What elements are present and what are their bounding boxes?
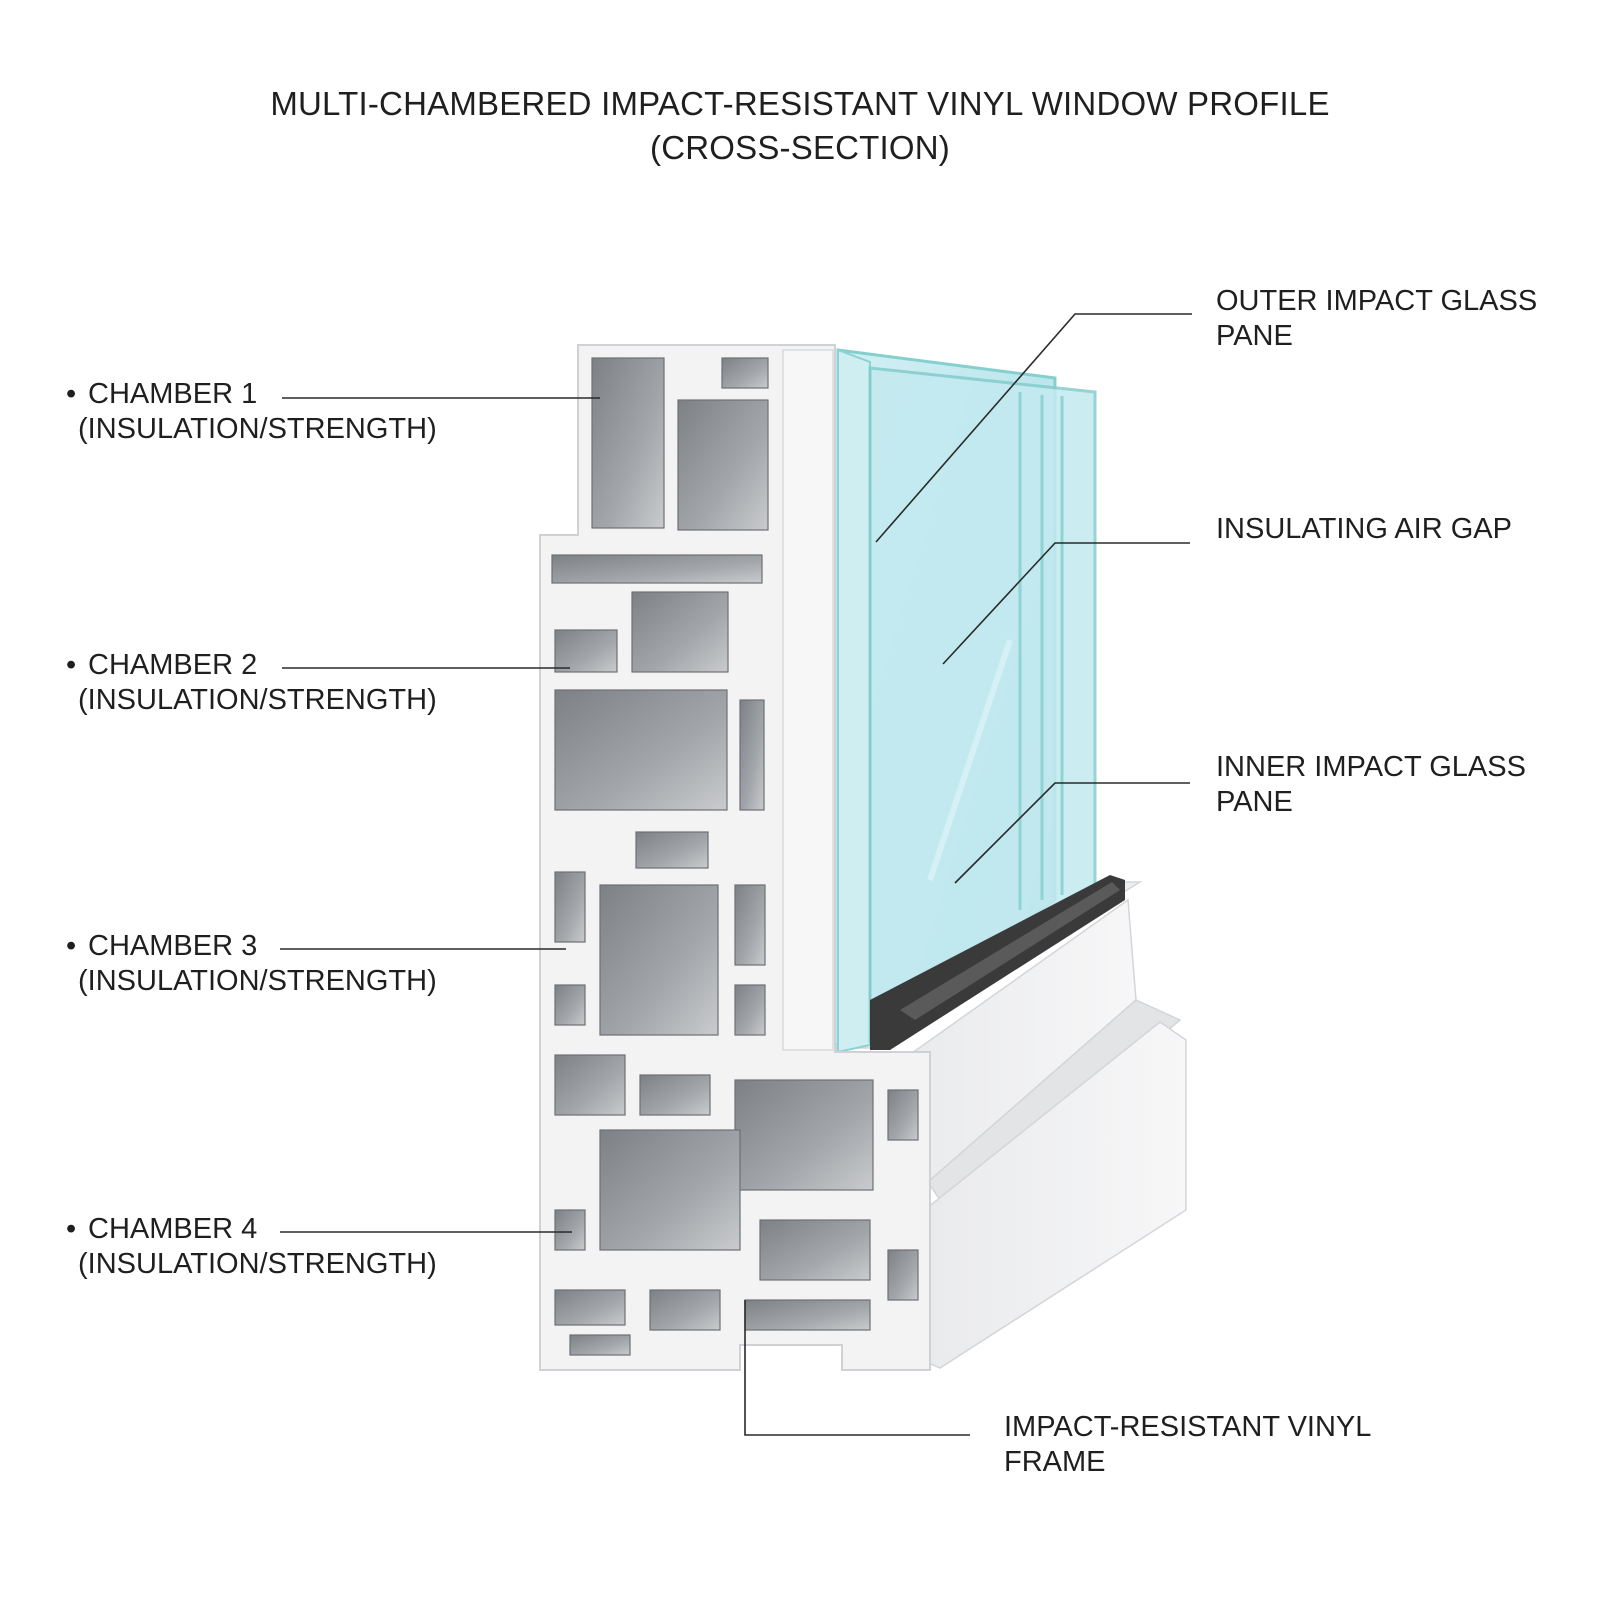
base-cell-c xyxy=(744,1299,871,1331)
title-line-1: MULTI-CHAMBERED IMPACT-RESISTANT VINYL W… xyxy=(270,85,1330,122)
leader-air-gap xyxy=(942,542,1190,665)
air-gap-label: INSULATING AIR GAP xyxy=(1216,512,1512,547)
chamber-4-cell-e xyxy=(887,1089,919,1141)
glass-unit xyxy=(836,348,1125,1055)
outer-glass-line-1: OUTER IMPACT GLASS xyxy=(1216,285,1538,317)
frame-line-2: FRAME xyxy=(1004,1446,1106,1478)
outer-glass-line-2: PANE xyxy=(1216,320,1293,352)
chamber-4-cell-d xyxy=(599,1129,741,1251)
chamber-3-cell-d xyxy=(734,884,766,966)
base-cell-d xyxy=(569,1334,631,1356)
chamber-3-name: CHAMBER 3 xyxy=(88,930,258,962)
chamber-3-cell-b xyxy=(554,871,586,943)
chamber-3-cell-a xyxy=(635,831,709,869)
chamber-4-cell-f xyxy=(554,1209,586,1251)
frame-line-1: IMPACT-RESISTANT VINYL xyxy=(1004,1411,1372,1443)
chamber-1-cell-b xyxy=(677,399,769,531)
chamber-4-cell-h xyxy=(887,1249,919,1301)
chamber-2-cell-c xyxy=(554,629,618,673)
chamber-4-name: CHAMBER 4 xyxy=(88,1213,258,1245)
leader-frame xyxy=(744,1300,970,1436)
leader-outer-glass xyxy=(875,313,1192,543)
chamber-2-cell-e xyxy=(739,699,765,811)
inner-glass-line-1: INNER IMPACT GLASS xyxy=(1216,751,1526,783)
base-cell-a xyxy=(554,1289,626,1326)
chamber-group xyxy=(551,357,919,1356)
chamber-1-note: (INSULATION/STRENGTH) xyxy=(78,413,437,445)
bullet-icon: • xyxy=(66,930,77,962)
chamber-4-cell-c xyxy=(734,1079,874,1191)
outer-glass-label: OUTER IMPACT GLASS PANE xyxy=(1216,284,1537,354)
chamber-2-name: CHAMBER 2 xyxy=(88,649,258,681)
chamber-3-label: • CHAMBER 3 (INSULATION/STRENGTH) xyxy=(66,929,437,999)
bullet-icon: • xyxy=(66,1213,77,1245)
spacer-top xyxy=(900,882,1120,1020)
leader-lines xyxy=(280,313,1192,1436)
chamber-1-cell-a xyxy=(591,357,665,529)
glazing-bead xyxy=(782,349,834,1051)
chamber-2-cell-d xyxy=(554,689,728,811)
diagram-title: MULTI-CHAMBERED IMPACT-RESISTANT VINYL W… xyxy=(0,82,1600,170)
leader-inner-glass xyxy=(954,782,1190,884)
chamber-1-label: • CHAMBER 1 (INSULATION/STRENGTH) xyxy=(66,377,437,447)
chamber-4-cell-b xyxy=(639,1074,711,1116)
chamber-2-label: • CHAMBER 2 (INSULATION/STRENGTH) xyxy=(66,648,437,718)
chamber-3-cell-e xyxy=(554,984,586,1026)
glass-edge-outer xyxy=(837,348,871,1054)
inner-glass-label: INNER IMPACT GLASS PANE xyxy=(1216,750,1526,820)
chamber-4-cell-g xyxy=(759,1219,871,1281)
bullet-icon: • xyxy=(66,378,77,410)
chamber-4-label: • CHAMBER 4 (INSULATION/STRENGTH) xyxy=(66,1212,437,1282)
chamber-3-note: (INSULATION/STRENGTH) xyxy=(78,965,437,997)
chamber-2-note: (INSULATION/STRENGTH) xyxy=(78,684,437,716)
frame-label: IMPACT-RESISTANT VINYL FRAME xyxy=(1004,1410,1371,1480)
chamber-1-cell-c xyxy=(721,357,769,389)
chamber-1-name: CHAMBER 1 xyxy=(88,378,258,410)
inner-glass-line-2: PANE xyxy=(1216,786,1293,818)
chamber-3-cell-f xyxy=(734,984,766,1036)
bullet-icon: • xyxy=(66,649,77,681)
chamber-2-cell-a xyxy=(551,554,763,584)
chamber-4-note: (INSULATION/STRENGTH) xyxy=(78,1248,437,1280)
chamber-2-cell-b xyxy=(631,591,729,673)
base-cell-b xyxy=(649,1289,721,1331)
glass-reflection xyxy=(927,639,1013,881)
air-gap-line: INSULATING AIR GAP xyxy=(1216,513,1512,545)
title-line-2: (CROSS-SECTION) xyxy=(650,129,950,166)
chamber-4-cell-a xyxy=(554,1054,626,1116)
chamber-3-cell-c xyxy=(599,884,719,1036)
